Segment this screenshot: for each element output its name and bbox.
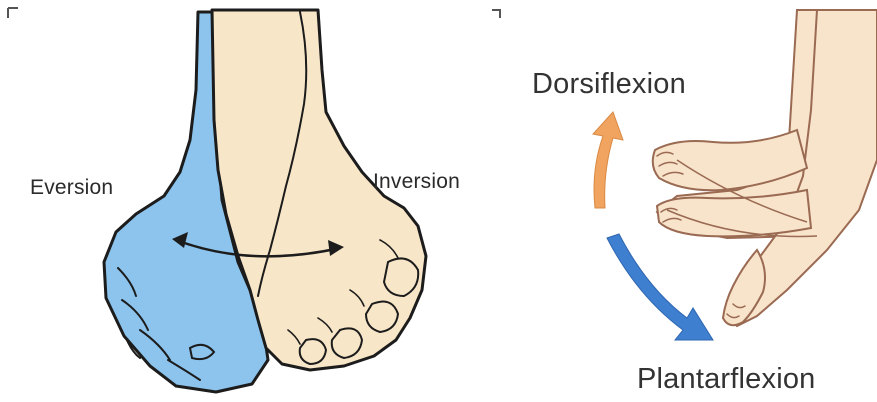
corner-mark-top-left — [8, 8, 18, 18]
plantarflexion-label: Plantarflexion — [637, 363, 816, 396]
dorsiflexion-label: Dorsiflexion — [532, 68, 686, 101]
plantarflexion-arrow — [607, 234, 713, 340]
inversion-label: Inversion — [373, 170, 460, 194]
dorsiflexion-arrow — [593, 112, 623, 208]
dorsiflexion-plantarflexion-illustration — [507, 0, 877, 402]
eversion-label: Eversion — [30, 176, 113, 200]
corner-mark-top-right — [492, 10, 500, 18]
eversion-inversion-illustration — [0, 0, 507, 402]
